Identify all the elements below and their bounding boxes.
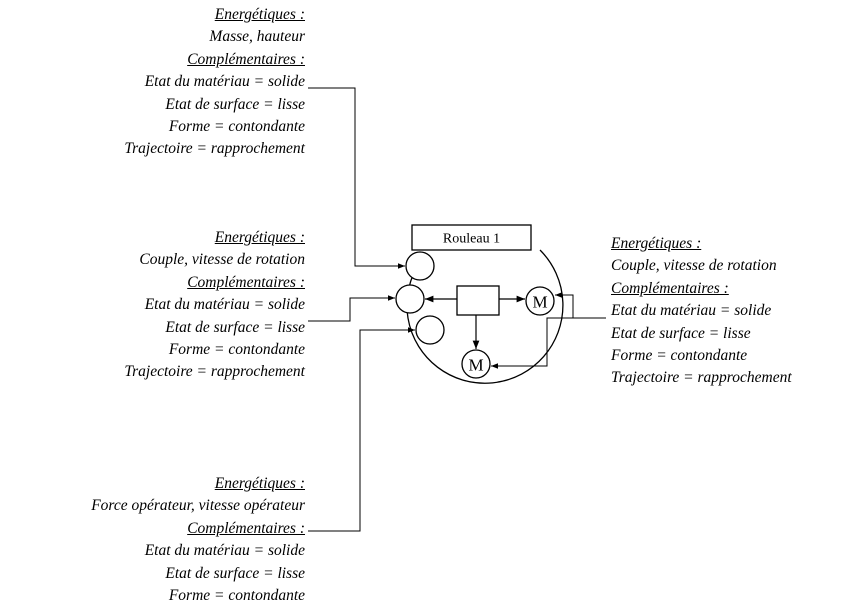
input-node-top xyxy=(405,251,435,281)
text-block-middle-left: Energétiques : Couple, vitesse de rotati… xyxy=(124,227,305,384)
connector-top-left xyxy=(308,87,405,269)
energetic-values: Force opérateur, vitesse opérateur xyxy=(91,497,305,515)
heading-energetic: Energétiques : xyxy=(214,6,305,23)
input-node-middle xyxy=(395,284,425,314)
energetic-values: Couple, vitesse de rotation xyxy=(611,257,777,275)
connector-right-to-motor xyxy=(555,292,606,319)
connector-middle-left xyxy=(308,295,395,322)
connector-bottom-left xyxy=(308,327,415,532)
heading-energetic: Energétiques : xyxy=(214,475,305,492)
text-block-top-left: Energétiques : Masse, hauteur Complément… xyxy=(124,4,305,161)
heading-complementary: Complémentaires : xyxy=(187,273,305,291)
heading-complementary: Complémentaires : xyxy=(187,50,305,68)
text-block-right: Energétiques : Couple, vitesse de rotati… xyxy=(611,233,792,390)
rouleau-label: Rouleau 1 xyxy=(443,232,500,247)
heading-complementary: Complémentaires : xyxy=(187,519,305,537)
complementary-line: Trajectoire = rapprochement xyxy=(611,369,792,387)
input-node-bottom xyxy=(415,315,445,345)
complementary-line: Etat du matériau = solide xyxy=(144,542,305,560)
energetic-values: Masse, hauteur xyxy=(209,28,305,46)
motor-bottom xyxy=(461,349,491,379)
complementary-line: Etat du matériau = solide xyxy=(144,73,305,91)
heading-energetic: Energétiques : xyxy=(214,229,305,246)
complementary-line: Forme = contondante xyxy=(168,587,305,605)
motor-right xyxy=(525,286,555,316)
control-box xyxy=(456,285,500,316)
motor-bottom-label: M xyxy=(468,356,483,375)
complementary-line: Trajectoire = rapprochement xyxy=(124,363,305,381)
text-block-bottom-left: Energétiques : Force opérateur, vitesse … xyxy=(91,473,305,607)
complementary-line: Forme = contondante xyxy=(611,347,748,365)
heading-energetic: Energétiques : xyxy=(611,235,702,252)
complementary-line: Etat du matériau = solide xyxy=(144,296,305,314)
complementary-line: Etat du matériau = solide xyxy=(611,302,772,320)
complementary-line: Forme = contondante xyxy=(168,118,305,136)
complementary-line: Etat de surface = lisse xyxy=(165,95,305,113)
complementary-line: Etat de surface = lisse xyxy=(165,318,305,336)
connector-right-to-motor-bottom xyxy=(491,317,573,369)
complementary-line: Etat de surface = lisse xyxy=(611,324,751,342)
complementary-line: Trajectoire = rapprochement xyxy=(124,140,305,158)
complementary-line: Forme = contondante xyxy=(168,341,305,359)
complementary-line: Etat de surface = lisse xyxy=(165,564,305,582)
energetic-values: Couple, vitesse de rotation xyxy=(139,251,305,269)
heading-complementary: Complémentaires : xyxy=(611,279,729,297)
rouleau-box xyxy=(411,224,532,251)
motor-right-label: M xyxy=(532,293,547,312)
